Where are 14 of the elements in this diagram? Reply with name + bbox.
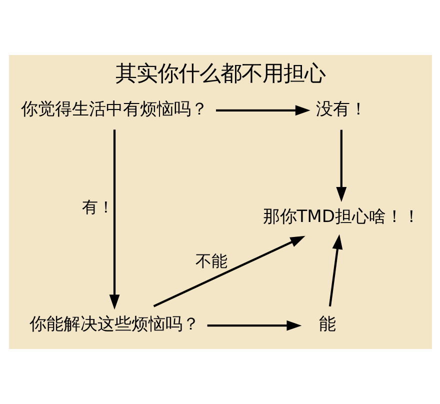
- arrow: [108, 130, 120, 310]
- edge-label: 不能: [195, 251, 228, 270]
- node-text: 你觉得生活中有烦恼吗？: [20, 99, 208, 120]
- node-text: 你能解决这些烦恼吗？: [29, 314, 200, 335]
- arrow: [216, 105, 310, 116]
- arrow: [328, 234, 342, 306]
- arrow: [152, 236, 305, 308]
- arrow: [206, 320, 302, 331]
- diagram-title: 其实你什么都不用担心: [115, 62, 325, 87]
- node-text: 那你TMD担心啥！！: [262, 207, 420, 228]
- node-text: 没有！: [315, 99, 366, 120]
- arrow: [336, 130, 346, 202]
- node-text: 能: [318, 314, 336, 335]
- edge-label: 有！: [82, 198, 114, 217]
